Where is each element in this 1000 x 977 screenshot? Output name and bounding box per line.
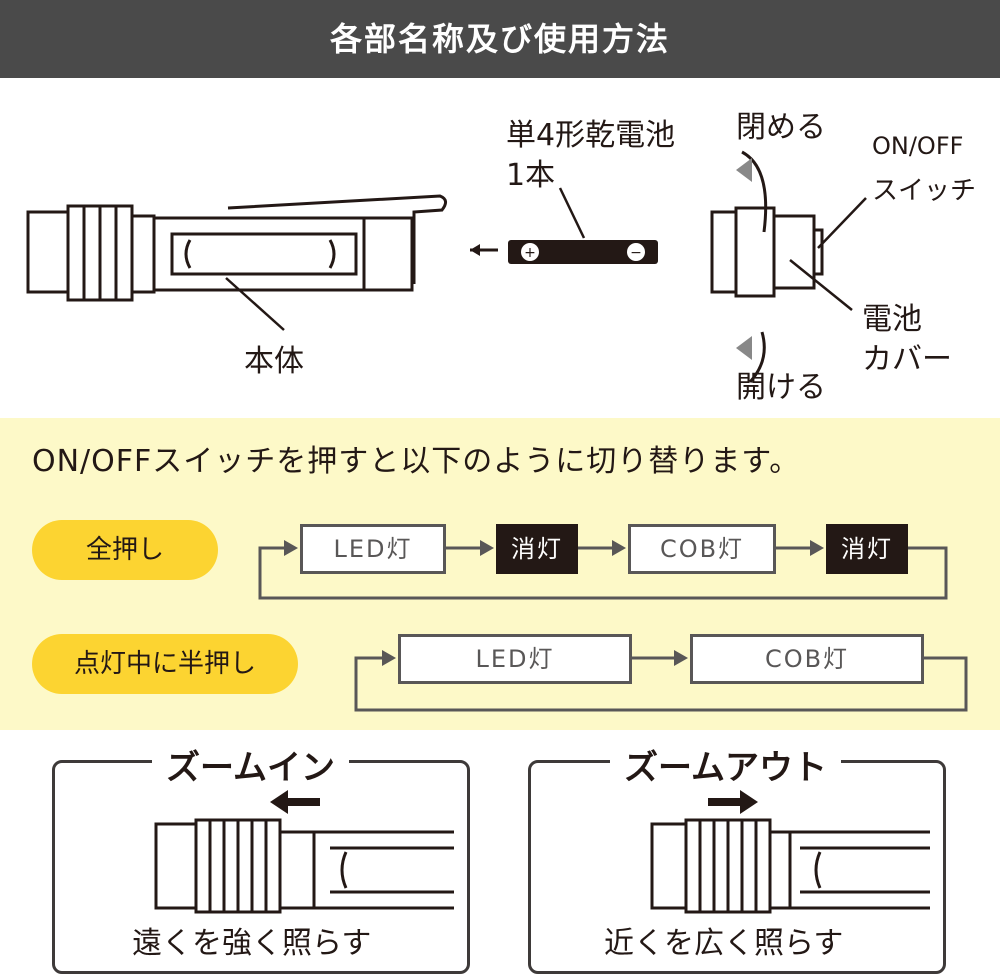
body-label: 本体 — [244, 344, 304, 379]
zoom-in-title: ズームイン — [152, 740, 349, 789]
battery-illustration: + − — [470, 187, 658, 264]
svg-text:+: + — [524, 245, 536, 261]
battery-label-line1: 単4形乾電池 — [506, 118, 676, 153]
cover-label-line1: 電池 — [862, 302, 922, 337]
rotate-open-arrow — [736, 336, 752, 360]
zoom-in-arrow-icon — [286, 798, 320, 806]
half-press-step-cob: COB灯 — [690, 634, 924, 684]
full-press-step-off-1: 消灯 — [496, 524, 578, 574]
mode-lead-text: ON/OFFスイッチを押すと以下のように切り替ります。 — [32, 444, 801, 479]
mode-flow-lines — [258, 540, 968, 712]
full-press-step-led: LED灯 — [300, 524, 446, 574]
cover-label-line2: カバー — [862, 342, 952, 377]
zoom-out-caption: 近くを広く照らす — [598, 918, 850, 962]
full-press-badge: 全押し — [32, 520, 218, 580]
battery-cover-illustration — [225, 150, 867, 384]
switch-label-line1: ON/OFF — [872, 132, 964, 160]
flashlight-body-illustration — [26, 194, 447, 302]
switch-label-line2: スイッチ — [872, 176, 977, 206]
zoom-in-caption: 遠くを強く照らす — [126, 918, 378, 962]
zoom-out-title: ズームアウト — [610, 740, 841, 789]
battery-label-line2: 1本 — [506, 158, 556, 193]
zoom-illustrations — [154, 790, 930, 914]
svg-text:−: − — [630, 245, 642, 261]
parts-diagram: + − — [26, 150, 867, 384]
zoom-out-arrow-icon — [708, 798, 742, 806]
half-press-step-led: LED灯 — [398, 634, 632, 684]
open-label: 開ける — [736, 370, 826, 405]
rotate-close-arrow — [736, 158, 752, 182]
page-title: 各部名称及び使用方法 — [0, 0, 1000, 78]
full-press-step-cob: COB灯 — [628, 524, 776, 574]
full-press-step-off-2: 消灯 — [826, 524, 908, 574]
close-label: 閉める — [736, 110, 826, 145]
half-press-badge: 点灯中に半押し — [32, 634, 298, 694]
